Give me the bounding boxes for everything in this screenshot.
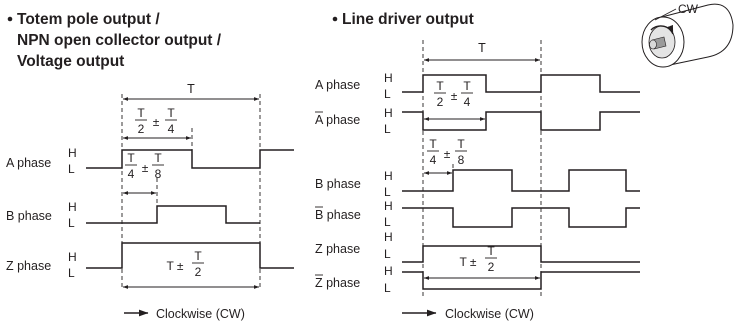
svg-text:T: T xyxy=(487,244,495,258)
right-waveform-a-bar xyxy=(402,111,640,131)
right-level-low-b-bar: L xyxy=(384,215,391,229)
left-waveform-z xyxy=(86,242,294,269)
encoder-direction-label: CW xyxy=(678,2,699,16)
right-level-high-z-bar: H xyxy=(384,264,393,278)
left-phase-label-a: A phase xyxy=(6,156,51,170)
svg-text:T: T xyxy=(154,151,162,165)
left-phase-label-b: B phase xyxy=(6,209,52,223)
right-panel: Line driver output CW T A phase H L T 2 xyxy=(315,2,734,321)
svg-text:T: T xyxy=(127,151,135,165)
svg-text:T ±: T ± xyxy=(166,259,183,273)
right-level-high-a-bar: H xyxy=(384,106,393,120)
left-title-line-2: NPN open collector output / xyxy=(17,32,222,49)
bullet-dot xyxy=(332,16,338,22)
right-phase-label-z-bar: Z phase xyxy=(315,276,360,290)
right-direction-label: Clockwise (CW) xyxy=(445,307,534,321)
right-level-low-z: L xyxy=(384,247,391,261)
right-z-width-label: T ± T 2 xyxy=(459,244,497,274)
svg-text:T: T xyxy=(457,137,465,151)
left-title-line-3: Voltage output xyxy=(17,53,124,70)
right-level-high-a: H xyxy=(384,71,393,85)
right-level-high-b: H xyxy=(384,169,393,183)
right-level-low-a-bar: L xyxy=(384,122,391,136)
right-period-label: T xyxy=(478,41,486,55)
left-duty-label: T 2 ± T 4 xyxy=(135,106,177,136)
svg-text:2: 2 xyxy=(488,260,495,274)
right-level-low-z-bar: L xyxy=(384,281,391,295)
right-phase-diff-label: T 4 ± T 8 xyxy=(427,137,467,167)
svg-text:2: 2 xyxy=(138,122,145,136)
right-level-high-b-bar: H xyxy=(384,199,393,213)
svg-text:T: T xyxy=(167,106,175,120)
right-level-high-z: H xyxy=(384,230,393,244)
left-level-low-b: L xyxy=(68,216,75,230)
left-waveform-a xyxy=(86,149,294,169)
left-level-high-a: H xyxy=(68,146,77,160)
svg-text:T: T xyxy=(463,79,471,93)
svg-text:T ±: T ± xyxy=(459,255,476,269)
svg-text:8: 8 xyxy=(155,167,162,181)
left-period-label: T xyxy=(187,82,195,96)
svg-text:±: ± xyxy=(444,147,451,161)
right-phase-label-z: Z phase xyxy=(315,242,360,256)
svg-text:T: T xyxy=(429,137,437,151)
left-phase-label-z: Z phase xyxy=(6,259,51,273)
left-direction-label: Clockwise (CW) xyxy=(156,307,245,321)
left-level-high-z: H xyxy=(68,250,77,264)
bullet-dot xyxy=(7,16,13,22)
left-level-low-a: L xyxy=(68,162,75,176)
svg-text:4: 4 xyxy=(168,122,175,136)
left-title-line-1: Totem pole output / xyxy=(17,11,160,28)
right-waveform-z-bar xyxy=(402,271,640,290)
svg-text:±: ± xyxy=(153,115,160,129)
left-panel: Totem pole output / NPN open collector o… xyxy=(6,11,294,321)
right-waveform-b xyxy=(402,169,640,192)
svg-text:±: ± xyxy=(142,161,149,175)
svg-text:T: T xyxy=(436,79,444,93)
svg-text:2: 2 xyxy=(195,265,202,279)
right-waveform-z xyxy=(402,245,640,263)
right-level-low-b: L xyxy=(384,185,391,199)
right-waveform-a xyxy=(402,74,640,93)
left-z-width-label: T ± T 2 xyxy=(166,249,204,279)
svg-text:4: 4 xyxy=(430,153,437,167)
left-waveform-b xyxy=(86,205,260,224)
right-title: Line driver output xyxy=(342,11,474,28)
svg-text:±: ± xyxy=(451,89,458,103)
svg-text:4: 4 xyxy=(464,95,471,109)
svg-text:8: 8 xyxy=(458,153,465,167)
svg-text:T: T xyxy=(194,249,202,263)
right-phase-label-a-bar: A phase xyxy=(315,113,360,127)
left-level-low-z: L xyxy=(68,266,75,280)
svg-text:2: 2 xyxy=(437,95,444,109)
right-phase-label-b: B phase xyxy=(315,177,361,191)
right-phase-label-b-bar: B phase xyxy=(315,208,361,222)
right-level-low-a: L xyxy=(384,87,391,101)
left-level-high-b: H xyxy=(68,200,77,214)
right-phase-label-a: A phase xyxy=(315,78,360,92)
svg-text:T: T xyxy=(137,106,145,120)
right-duty-label: T 2 ± T 4 xyxy=(434,79,473,109)
left-phase-diff-label: T 4 ± T 8 xyxy=(125,151,164,181)
right-waveform-b-bar xyxy=(402,207,640,228)
svg-text:4: 4 xyxy=(128,167,135,181)
encoder-cw-icon xyxy=(641,3,734,68)
